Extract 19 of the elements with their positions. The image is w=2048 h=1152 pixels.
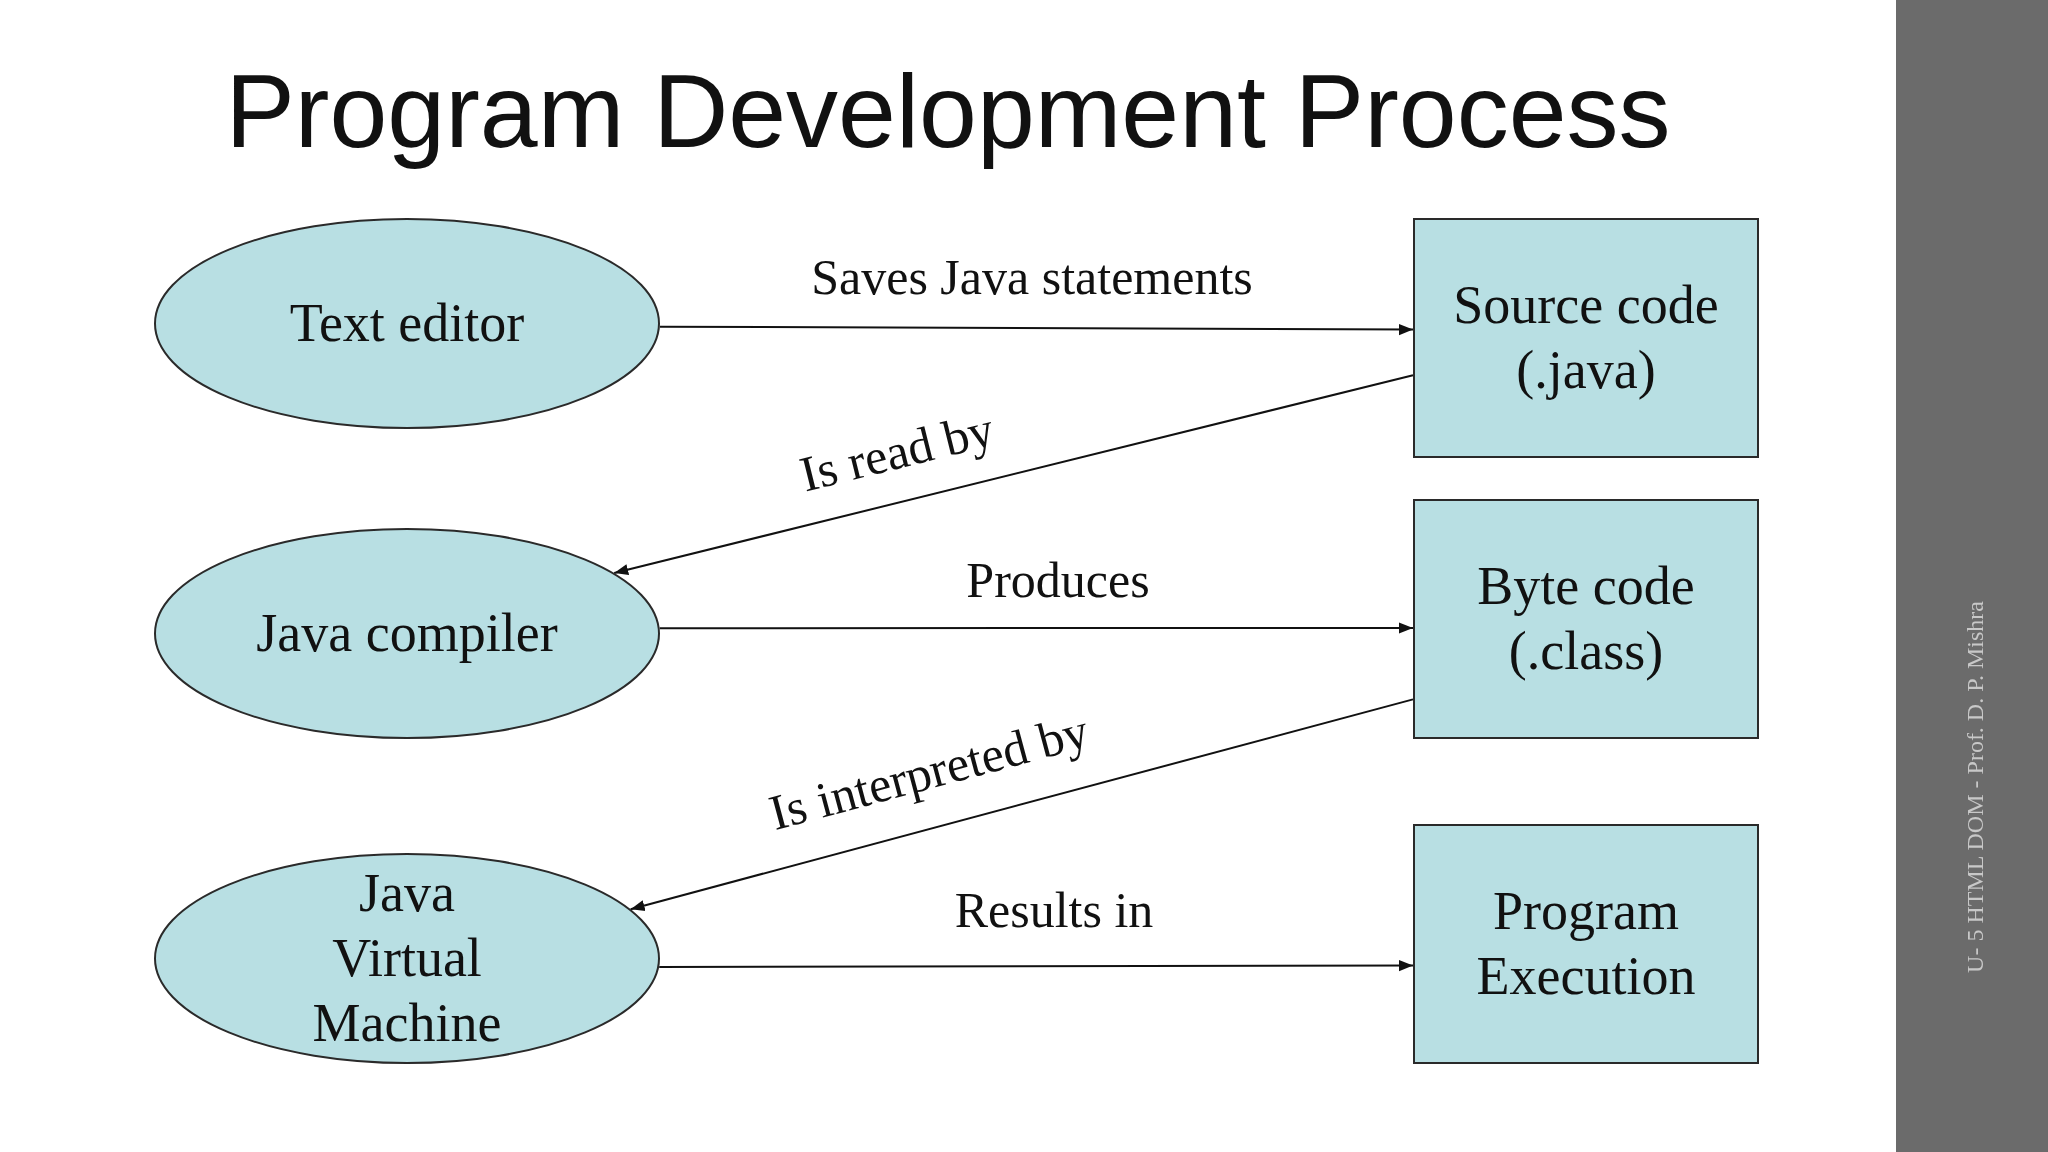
diagram-title: Program Development Process [224,52,1672,171]
node-text: Java compiler [256,602,558,666]
arrow [658,323,1414,336]
node-text: Byte code (.class) [1476,555,1696,683]
node-text: Java Virtual Machine [311,862,503,1055]
process-ellipse [154,218,660,429]
footer-text: U- 5 HTML DOM - Prof. D. P. Mishra [1961,601,1989,973]
arrow [613,374,1414,576]
file-box [1413,218,1759,458]
node-text: Source code (.java) [1452,274,1720,402]
file-box [1413,499,1759,739]
process-ellipse [154,853,660,1064]
file-box [1413,824,1759,1064]
arrow [658,960,1414,972]
node-text: Text editor [289,292,525,356]
node-text: Program Execution [1475,880,1697,1008]
arrow [629,698,1414,911]
process-ellipse [154,528,660,739]
arrow [658,622,1414,634]
